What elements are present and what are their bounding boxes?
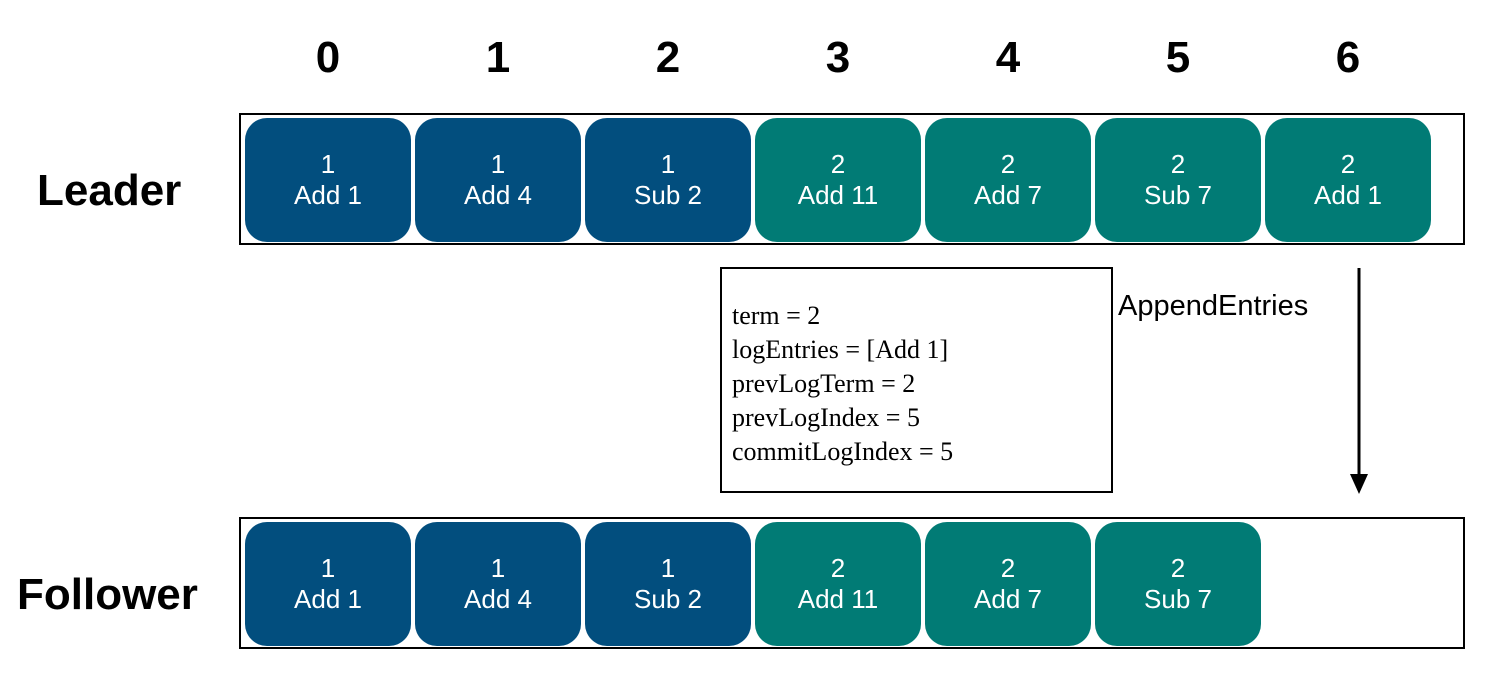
message-commit-log-index: commitLogIndex = 5 (732, 437, 954, 466)
log-index-6: 6 (1335, 33, 1361, 82)
leader-entry-4: 2 Add 7 (925, 118, 1091, 242)
down-arrow-icon (1350, 268, 1368, 494)
message-term: term = 2 (732, 301, 821, 330)
entry-command: Sub 7 (1144, 180, 1212, 210)
entry-term: 1 (320, 553, 336, 583)
entry-term: 2 (1000, 553, 1016, 583)
leader-label: Leader (37, 166, 182, 215)
entry-term: 1 (490, 149, 506, 179)
entry-command: Add 11 (797, 180, 879, 210)
entry-command: Sub 2 (634, 584, 702, 614)
entry-command: Sub 2 (634, 180, 702, 210)
message-log-entries: logEntries = [Add 1] (732, 335, 949, 364)
entry-term: 2 (1170, 553, 1186, 583)
leader-entry-1: 1 Add 4 (415, 118, 581, 242)
entry-command: Add 4 (464, 584, 532, 614)
leader-entry-0: 1 Add 1 (245, 118, 411, 242)
log-index-1: 1 (485, 33, 511, 82)
entry-term: 1 (660, 553, 676, 583)
follower-log: 1 Add 1 1 Add 4 1 Sub 2 2 Add 11 2 Add 7… (239, 517, 1465, 649)
log-index-2: 2 (655, 33, 681, 82)
entry-command: Add 1 (294, 584, 362, 614)
entry-term: 2 (1340, 149, 1356, 179)
entry-command: Add 7 (974, 584, 1042, 614)
entry-command: Add 4 (464, 180, 532, 210)
leader-entry-5: 2 Sub 7 (1095, 118, 1261, 242)
entry-command: Add 1 (1314, 180, 1382, 210)
follower-entry-3: 2 Add 11 (755, 522, 921, 646)
entry-command: Add 1 (294, 180, 362, 210)
log-index-header: 0 1 2 3 4 5 6 (0, 30, 1486, 86)
follower-entry-4: 2 Add 7 (925, 522, 1091, 646)
message-prev-log-term: prevLogTerm = 2 (732, 369, 916, 398)
follower-entry-1: 1 Add 4 (415, 522, 581, 646)
log-index-4: 4 (995, 33, 1021, 82)
follower-entry-5: 2 Sub 7 (1095, 522, 1261, 646)
leader-entry-2: 1 Sub 2 (585, 118, 751, 242)
entry-term: 2 (830, 553, 846, 583)
entry-command: Add 7 (974, 180, 1042, 210)
entry-term: 1 (320, 149, 336, 179)
entry-command: Sub 7 (1144, 584, 1212, 614)
follower-entry-2: 1 Sub 2 (585, 522, 751, 646)
leader-entry-6: 2 Add 1 (1265, 118, 1431, 242)
follower-label: Follower (17, 570, 198, 619)
entry-term: 1 (660, 149, 676, 179)
append-entries-message: term = 2 logEntries = [Add 1] prevLogTer… (720, 267, 1113, 493)
log-index-3: 3 (825, 33, 851, 82)
follower-entry-0: 1 Add 1 (245, 522, 411, 646)
entry-term: 2 (1170, 149, 1186, 179)
entry-term: 1 (490, 553, 506, 583)
entry-command: Add 11 (797, 584, 879, 614)
message-prev-log-index: prevLogIndex = 5 (732, 403, 920, 432)
append-entries-label: AppendEntries (1118, 290, 1309, 322)
entry-term: 2 (830, 149, 846, 179)
leader-log: 1 Add 1 1 Add 4 1 Sub 2 2 Add 11 2 Add 7… (239, 113, 1465, 245)
log-index-0: 0 (315, 33, 341, 82)
log-index-5: 5 (1165, 33, 1191, 82)
entry-term: 2 (1000, 149, 1016, 179)
leader-entry-3: 2 Add 11 (755, 118, 921, 242)
